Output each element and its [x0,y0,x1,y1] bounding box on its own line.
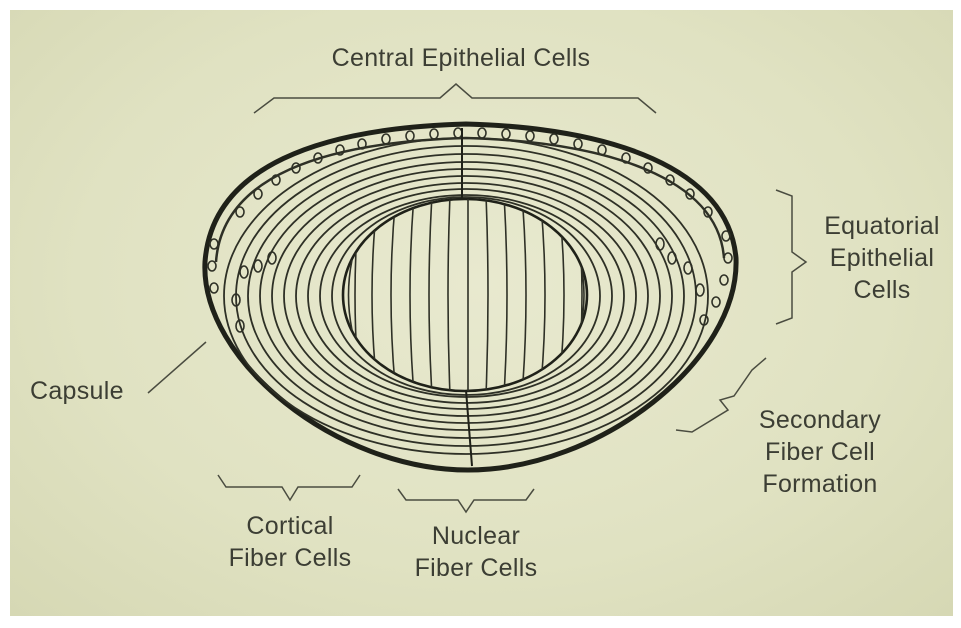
cortical-fiber-rings [224,138,708,454]
label-secondary-line2: Fiber Cell [740,436,900,468]
capsule-leader-line [148,342,206,393]
label-equatorial-line2: Epithelial [812,242,952,274]
label-equatorial-line3: Cells [812,274,952,306]
label-equatorial-line1: Equatorial [812,210,952,242]
label-cortical-line2: Fiber Cells [212,542,368,574]
cortical-fiber-bracket [218,475,360,500]
central-epithelial-bracket [254,84,656,113]
label-cortical-fiber-cells: Cortical Fiber Cells [212,510,368,574]
lens-nucleus [343,199,587,391]
label-central-epithelial-cells: Central Epithelial Cells [300,42,622,74]
label-nuclear-fiber-cells: Nuclear Fiber Cells [398,520,554,584]
label-capsule: Capsule [30,375,124,407]
equatorial-epithelial-bracket [776,190,806,324]
label-cortical-line1: Cortical [212,510,368,542]
label-secondary-fiber-cell-formation: Secondary Fiber Cell Formation [740,404,900,500]
label-nuclear-line2: Fiber Cells [398,552,554,584]
label-nuclear-line1: Nuclear [398,520,554,552]
label-secondary-line3: Formation [740,468,900,500]
label-secondary-line1: Secondary [740,404,900,436]
nuclear-fiber-bracket [398,489,534,512]
label-equatorial-epithelial-cells: Equatorial Epithelial Cells [812,210,952,306]
